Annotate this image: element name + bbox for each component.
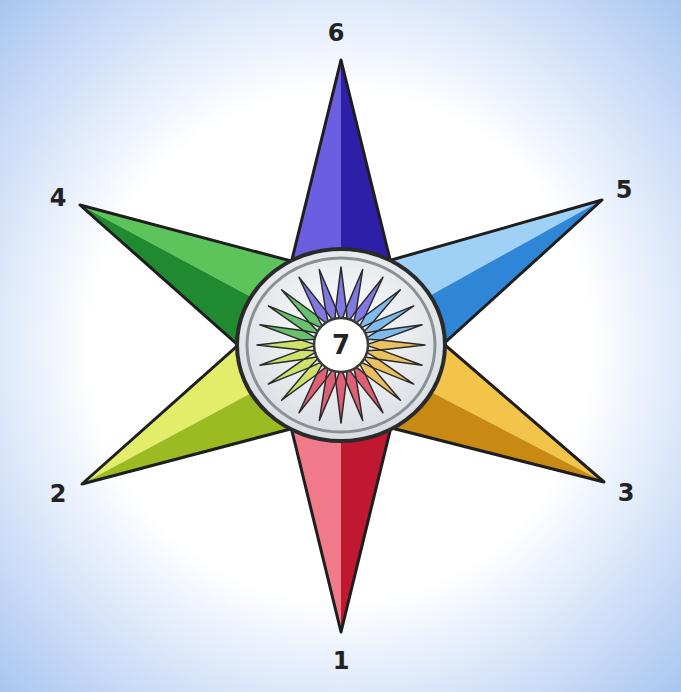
rose-point [336,367,346,423]
callout-number: 1 [333,649,350,673]
center-circle: 7 [312,316,370,374]
callout-number: 6 [328,21,345,45]
rose-point [260,350,318,365]
compass-ring [247,258,435,432]
callout-number: 4 [50,186,67,210]
star-spike [271,345,411,632]
callout-number: 5 [616,178,633,202]
center-number: 7 [312,316,370,374]
rose-point [336,267,346,323]
star-spike [271,60,411,345]
rose-point [365,340,425,350]
callout-number: 3 [618,481,635,505]
compass-rose [257,267,425,423]
rose-point [346,367,363,421]
callout-number: 2 [50,482,67,506]
rose-point [319,270,336,324]
rose-point [257,340,317,350]
compass-disc [237,249,445,441]
rose-point [364,325,422,340]
